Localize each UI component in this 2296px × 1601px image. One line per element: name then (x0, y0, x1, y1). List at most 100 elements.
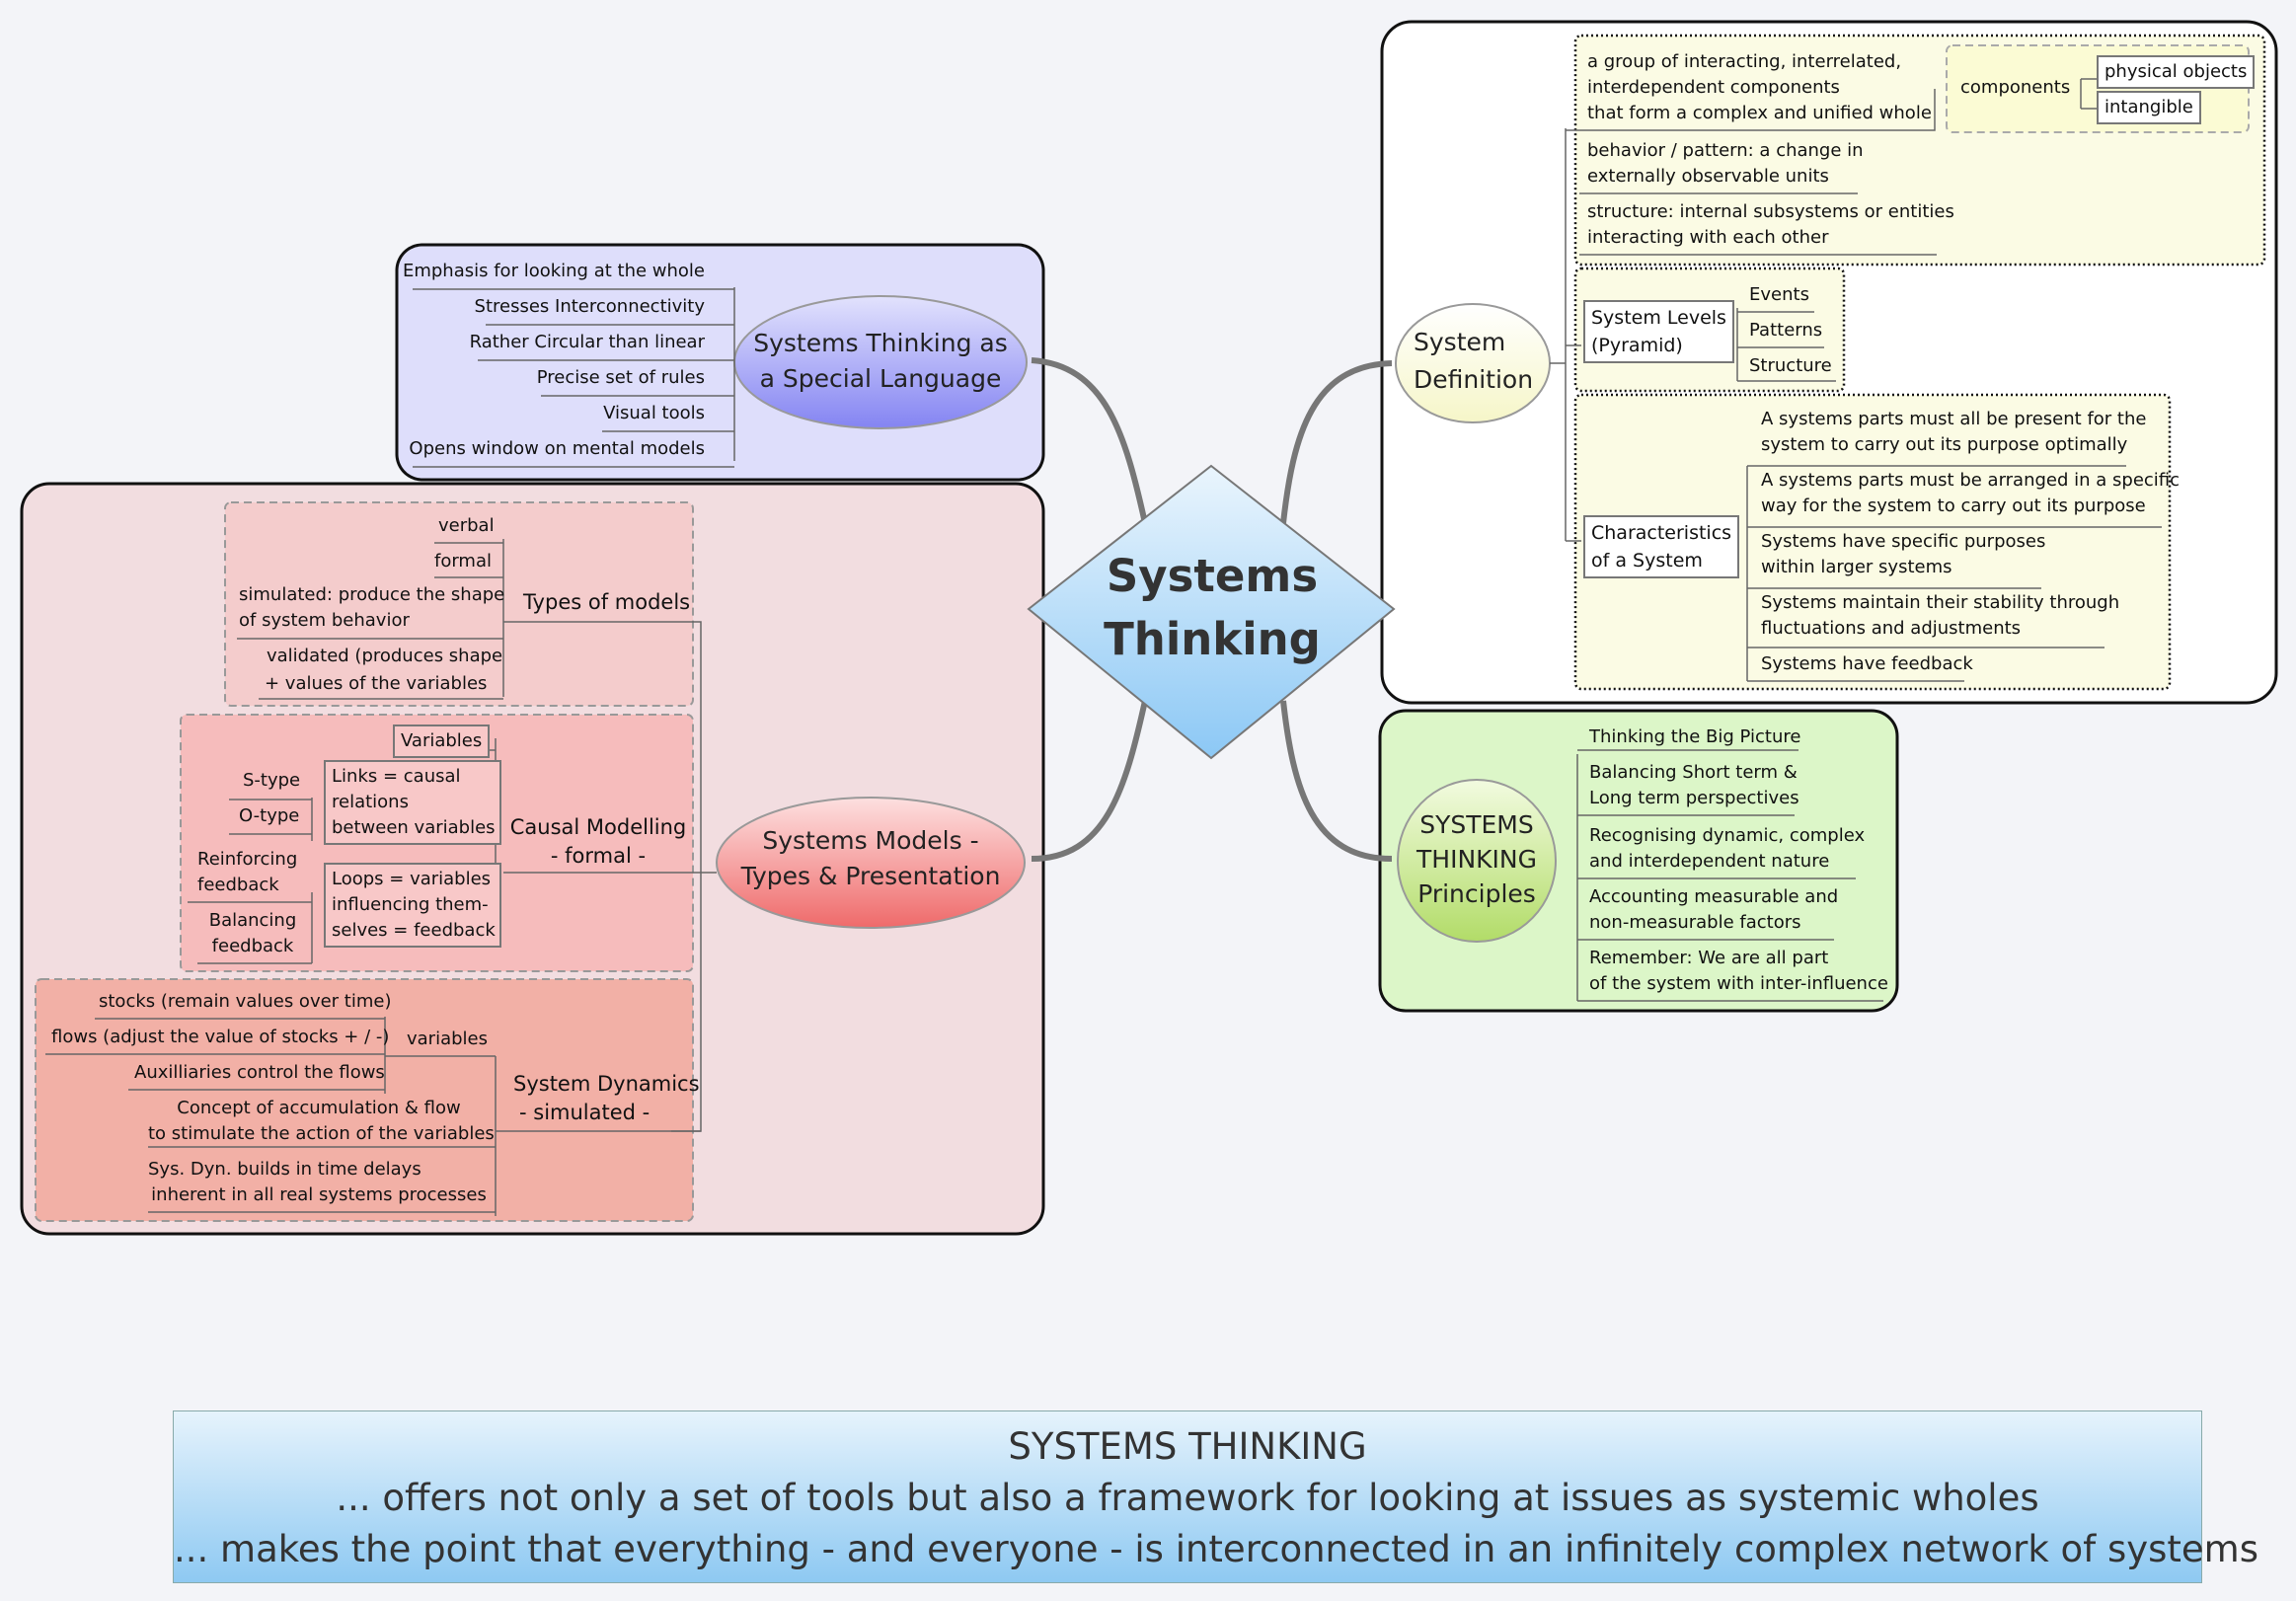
dynamics-auxilliaries[interactable]: Auxilliaries control the flows (134, 1062, 385, 1083)
causal-reinforcing[interactable]: Reinforcing feedback (197, 847, 297, 898)
connector-principles (1280, 700, 1393, 862)
definition-title-line2: Definition (1414, 365, 1534, 394)
central-line1: Systems (1106, 550, 1319, 602)
characteristics-item-1-line2: way for the system to carry out its purp… (1761, 496, 2146, 516)
principles-item-1-line1: Balancing Short term & (1589, 762, 1798, 783)
definition-behavior-line2: externally observable units (1587, 166, 1829, 187)
principles-item-1[interactable]: Balancing Short term & Long term perspec… (1589, 760, 1799, 811)
definition-structure-line2: interacting with each other (1587, 227, 1829, 248)
models-title-line2: Types & Presentation (740, 862, 1001, 890)
dynamics-label-line2: - simulated - (519, 1101, 651, 1124)
component-physical-objects[interactable]: physical objects (2097, 55, 2256, 89)
principles-item-0[interactable]: Thinking the Big Picture (1589, 726, 1801, 747)
causal-o-type[interactable]: O-type (239, 805, 300, 826)
central-title[interactable]: Systems Thinking (1098, 545, 1327, 671)
causal-s-type[interactable]: S-type (243, 770, 301, 791)
principles-title[interactable]: SYSTEMS THINKING Principles (1398, 807, 1556, 911)
principles-item-2-line1: Recognising dynamic, complex (1589, 825, 1866, 846)
definition-group-line2: interdependent components (1587, 77, 1840, 98)
levels-patterns[interactable]: Patterns (1749, 320, 1823, 341)
types-item-simulated-2[interactable]: of system behavior (239, 610, 410, 631)
principles-title-line2: THINKING (1416, 845, 1537, 874)
principles-ellipse (1397, 779, 1557, 943)
types-of-models-label[interactable]: Types of models (523, 590, 691, 614)
definition-components[interactable]: components (1960, 77, 2071, 98)
levels-label-line1: System Levels (1591, 307, 1726, 329)
types-item-simulated-1[interactable]: simulated: produce the shape (239, 584, 505, 605)
causal-loops-box[interactable]: Loops = variables influencing them- selv… (324, 863, 501, 948)
types-item-formal[interactable]: formal (434, 551, 492, 572)
principles-lines (1576, 749, 1883, 1002)
principles-item-3[interactable]: Accounting measurable and non-measurable… (1589, 884, 1838, 936)
definition-title[interactable]: System Definition (1414, 324, 1533, 399)
levels-events[interactable]: Events (1749, 284, 1809, 305)
central-diamond (1027, 464, 1396, 760)
causal-balancing[interactable]: Balancing feedback (203, 908, 302, 959)
principles-item-3-line2: non-measurable factors (1589, 912, 1801, 933)
dynamics-delays[interactable]: Sys. Dyn. builds in time delays inherent… (148, 1157, 490, 1208)
banner-line3: ... makes the point that everything - an… (174, 1528, 2258, 1570)
causal-label-line1: Causal Modelling (509, 815, 687, 839)
causal-balancing-line2: feedback (211, 936, 294, 956)
models-title[interactable]: Systems Models - Types & Presentation (723, 823, 1019, 894)
language-item-3[interactable]: Precise set of rules (536, 367, 705, 388)
dynamics-label[interactable]: System Dynamics - simulated - (513, 1070, 700, 1127)
causal-links-line2: relations (332, 792, 409, 812)
causal-loops-line2: influencing them- (332, 894, 489, 915)
banner-line2: ... offers not only a set of tools but a… (336, 1477, 2039, 1519)
principles-item-2[interactable]: Recognising dynamic, complex and interde… (1589, 823, 1865, 875)
language-item-4[interactable]: Visual tools (603, 403, 705, 423)
characteristics-item-3[interactable]: Systems maintain their stability through… (1761, 590, 2119, 642)
causal-balancing-line1: Balancing (208, 910, 297, 931)
component-intangible[interactable]: intangible (2097, 91, 2201, 124)
characteristics-item-1[interactable]: A systems parts must be arranged in a sp… (1761, 468, 2180, 519)
central-line2: Thinking (1104, 613, 1321, 665)
definition-structure[interactable]: structure: internal subsystems or entiti… (1587, 199, 1954, 251)
language-item-0[interactable]: Emphasis for looking at the whole (402, 261, 705, 281)
characteristics-item-2[interactable]: Systems have specific purposes within la… (1761, 529, 2045, 580)
dynamics-accumulation-line2: to stimulate the action of the variables (148, 1123, 495, 1144)
dynamics-accumulation-line1: Concept of accumulation & flow (177, 1098, 461, 1118)
models-lines (45, 539, 717, 1216)
characteristics-item-0[interactable]: A systems parts must all be present for … (1761, 407, 2146, 458)
language-title[interactable]: Systems Thinking as a Special Language (742, 326, 1019, 397)
characteristics-item-1-line1: A systems parts must be arranged in a sp… (1761, 470, 2181, 491)
summary-banner[interactable]: SYSTEMS THINKING ... offers not only a s… (173, 1410, 2258, 1583)
types-item-validated-1[interactable]: validated (produces shape (267, 646, 503, 666)
connector-language (1031, 357, 1148, 524)
dynamics-flows[interactable]: flows (adjust the value of stocks + / -) (51, 1027, 390, 1047)
characteristics-item-4[interactable]: Systems have feedback (1761, 653, 1973, 674)
banner-line1: SYSTEMS THINKING (1008, 1425, 1367, 1468)
principles-item-4-line1: Remember: We are all part (1589, 948, 1829, 968)
causal-variables[interactable]: Variables (393, 724, 491, 758)
principles-item-4-line2: of the system with inter-influence (1589, 973, 1888, 994)
types-item-verbal[interactable]: verbal (438, 515, 495, 536)
levels-label[interactable]: System Levels (Pyramid) (1583, 300, 1734, 363)
definition-behavior[interactable]: behavior / pattern: a change in external… (1587, 138, 1864, 190)
characteristics-item-2-line1: Systems have specific purposes (1761, 531, 2046, 552)
connector-models (1031, 700, 1148, 862)
definition-group-line1: a group of interacting, interrelated, (1587, 51, 1902, 72)
dynamics-variables[interactable]: variables (407, 1029, 488, 1049)
definition-lines (1550, 78, 2162, 682)
principles-item-3-line1: Accounting measurable and (1589, 886, 1839, 907)
language-item-2[interactable]: Rather Circular than linear (469, 332, 705, 352)
dynamics-accumulation[interactable]: Concept of accumulation & flow to stimul… (148, 1096, 495, 1147)
principles-title-line1: SYSTEMS (1419, 810, 1534, 839)
levels-structure[interactable]: Structure (1749, 355, 1832, 376)
causal-links-box[interactable]: Links = causal relations between variabl… (324, 760, 501, 845)
language-item-5[interactable]: Opens window on mental models (409, 438, 705, 459)
language-item-1[interactable]: Stresses Interconnectivity (474, 296, 705, 317)
principles-item-4[interactable]: Remember: We are all part of the system … (1589, 946, 1888, 997)
types-item-validated-2[interactable]: + values of the variables (265, 673, 488, 694)
language-lines (413, 287, 735, 468)
dynamics-stocks[interactable]: stocks (remain values over time) (99, 991, 392, 1012)
definition-group-text[interactable]: a group of interacting, interrelated, in… (1587, 49, 1932, 126)
models-title-line1: Systems Models - (762, 826, 979, 855)
models-ellipse (716, 797, 1026, 929)
language-title-line2: a Special Language (759, 364, 1002, 393)
causal-label[interactable]: Causal Modelling - formal - (509, 813, 687, 871)
characteristics-item-3-line2: fluctuations and adjustments (1761, 618, 2022, 639)
characteristics-label[interactable]: Characteristics of a System (1583, 515, 1740, 578)
characteristics-group (1573, 393, 2172, 691)
